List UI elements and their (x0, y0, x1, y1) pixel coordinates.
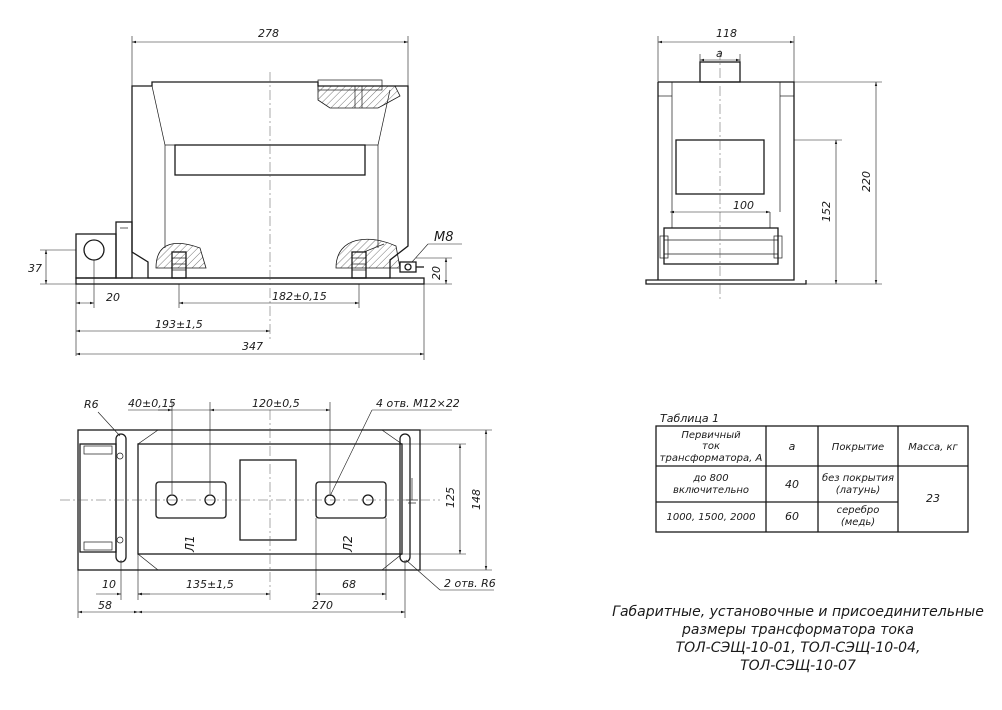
dim-148: 148 (470, 489, 483, 510)
dim-20-left: 20 (106, 291, 120, 304)
row1-a: 40 (785, 478, 799, 491)
row1-current-2: включительно (673, 485, 749, 496)
dim-193: 193±1,5 (155, 318, 203, 331)
dim-152: 152 (820, 201, 833, 222)
spec-table: Таблица 1 Первичный ток трансформатора, … (655, 412, 969, 533)
side-view: 118 a 100 152 (645, 27, 882, 300)
row1-coating-1: без покрытия (822, 472, 894, 484)
th-mass: Масса, кг (908, 442, 958, 453)
caption-line-4: ТОЛ-СЭЩ-10-07 (740, 658, 856, 674)
row2-a: 60 (785, 510, 799, 523)
dim-100: 100 (733, 199, 754, 212)
table-title: Таблица 1 (660, 412, 719, 425)
dim-37: 37 (28, 262, 42, 275)
dim-10: 10 (102, 578, 116, 591)
caption-line-1: Габаритные, установочные и присоединител… (612, 604, 984, 620)
front-view: 278 (28, 27, 462, 360)
holes-r6: 2 отв. R6 (444, 577, 496, 590)
row1-current-1: до 800 (692, 473, 728, 484)
holes-m12: 4 отв. M12×22 (376, 397, 460, 410)
row1-coating-2: (латунь) (836, 485, 881, 496)
dim-20-right: 20 (430, 266, 443, 280)
terminal-l2: Л2 (341, 535, 355, 553)
thread-m8: M8 (434, 230, 454, 245)
dim-125: 125 (444, 487, 457, 508)
dim-68: 68 (342, 578, 356, 591)
row2-current-1: 1000, 1500, 2000 (666, 512, 755, 523)
caption-line-2: размеры трансформатора тока (681, 622, 914, 638)
radius-r6: R6 (84, 398, 99, 411)
caption-line-3: ТОЛ-СЭЩ-10-01, ТОЛ-СЭЩ-10-04, (676, 640, 921, 656)
dim-270: 270 (312, 599, 333, 612)
dim-347: 347 (242, 340, 263, 353)
dim-118: 118 (716, 27, 737, 40)
th-coating: Покрытие (832, 442, 884, 453)
dim-120: 120±0,5 (252, 397, 300, 410)
dim-135: 135±1,5 (186, 578, 234, 591)
dim-a: a (716, 47, 723, 60)
dim-58: 58 (98, 599, 112, 612)
dim-278: 278 (258, 27, 279, 40)
row2-coating-2: (медь) (841, 517, 875, 528)
mass-value: 23 (926, 492, 940, 505)
dim-40: 40±0,15 (128, 397, 176, 410)
terminal-l1: Л1 (183, 535, 197, 553)
th-current-3: трансформатора, А (660, 453, 763, 464)
th-a: a (789, 440, 796, 453)
top-view: Л1 Л2 R6 40±0,15 120±0,5 4 отв. M12×22 1… (60, 397, 496, 618)
dim-182: 182±0,15 (272, 290, 327, 303)
row2-coating-1: серебро (837, 504, 880, 516)
drawing-caption: Габаритные, установочные и присоединител… (612, 604, 984, 674)
th-current-2: ток (702, 441, 720, 452)
th-current-1: Первичный (681, 430, 741, 441)
dim-220: 220 (860, 171, 873, 192)
